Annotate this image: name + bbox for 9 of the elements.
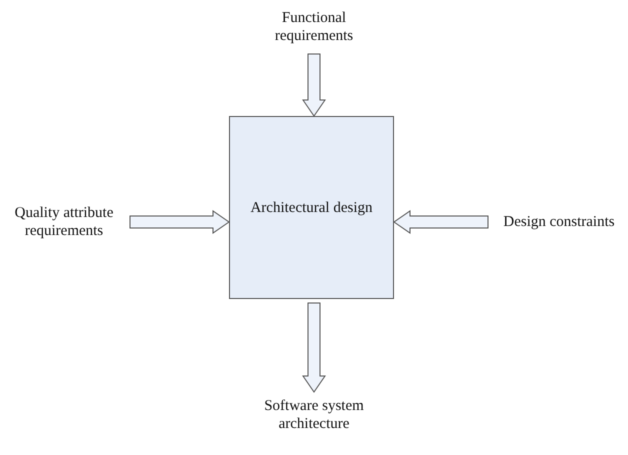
block-arrow — [302, 54, 326, 117]
node-label: Design constraints — [492, 211, 626, 233]
node-label: Quality attribute requirements — [2, 202, 126, 242]
process-box: Architectural design — [229, 116, 394, 299]
block-arrow — [393, 210, 488, 234]
node-label: Functional requirements — [254, 4, 374, 50]
block-arrow — [302, 302, 326, 393]
block-arrow — [130, 210, 230, 234]
node-label: Software system architecture — [244, 392, 384, 438]
